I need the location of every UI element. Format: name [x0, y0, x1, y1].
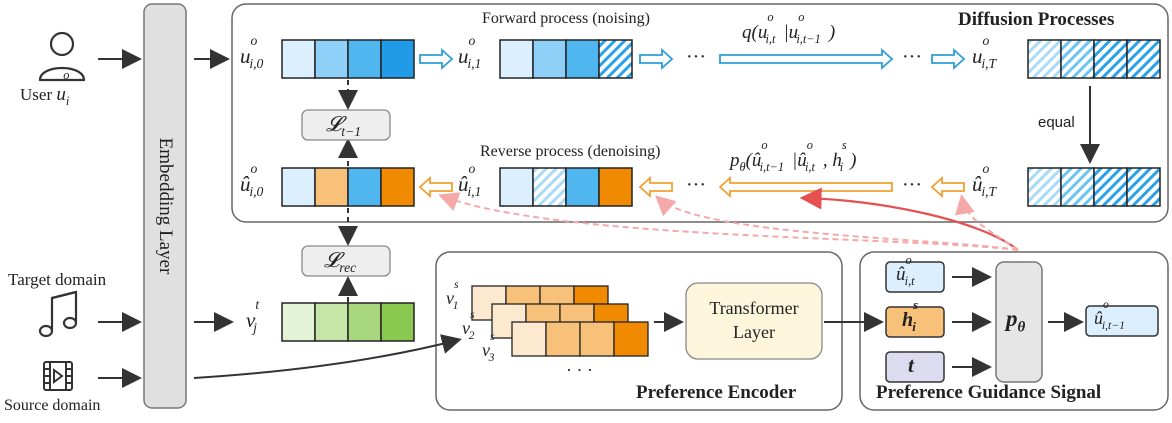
guidance-input-t-label: t [908, 353, 914, 377]
symbol-uhat-i0: ûoi,0 [240, 161, 264, 200]
music-note-icon [38, 290, 78, 338]
symbol-v2s: vs2 [462, 308, 475, 342]
reverse-process-label: Reverse process (denoising) [480, 143, 661, 160]
forward-formula: q(uoi,t|uoi,t−1) [742, 9, 836, 46]
guidance-arrow-faded-2 [655, 195, 1019, 251]
preference-encoder-title: Preference Encoder [636, 382, 797, 403]
user-icon [38, 31, 86, 82]
loss-rec-label: 𝓛rec [324, 248, 357, 276]
symbol-u-i1: uoi,1 [458, 33, 482, 72]
transformer-layer-box [685, 282, 823, 360]
loss-rec-box [301, 245, 391, 277]
equal-label: equal [1038, 114, 1075, 131]
forward-arrows [419, 47, 966, 71]
cells-u1 [499, 39, 633, 79]
guidance-output-label: ûoi,t−1 [1094, 298, 1125, 332]
user-label: User uio [20, 67, 70, 108]
embedding-layer-label: Embedding Layer [155, 137, 176, 275]
cells-u0-hat [281, 167, 415, 207]
symbol-uhat-iT: ûoi,T [972, 161, 997, 200]
ellipsis-forward-2: ··· [902, 46, 922, 68]
cells-uT [1027, 39, 1161, 79]
guidance-input-u-box [885, 261, 945, 293]
guidance-input-t-box [885, 351, 945, 383]
reverse-formula: pθ(ûoi,t−1|ûoi,t, hsi) [730, 137, 857, 174]
symbol-u-iT: uoi,T [972, 33, 997, 72]
ellipsis-forward-1: ··· [686, 46, 706, 68]
symbol-v1s: vs1 [446, 278, 459, 312]
target-domain-label: Target domain [8, 270, 107, 289]
ptheta-label: pθ [1006, 306, 1026, 336]
transformer-label: Transformer Layer [709, 298, 799, 342]
guidance-title: Preference Guidance Signal [876, 382, 1102, 403]
symbol-v3s: vs3 [482, 330, 495, 364]
symbol-u-i0: uoi,0 [240, 33, 264, 72]
guidance-input-u-label: ûoi,t [896, 252, 915, 288]
symbol-uhat-i1: ûoi,1 [458, 161, 482, 200]
guidance-input-h-box [885, 306, 945, 338]
reverse-arrows [418, 175, 965, 199]
symbol-v-jt: vtj [246, 297, 260, 336]
source-domain-label: Source domain [4, 397, 101, 414]
source-sequence-stack [471, 285, 649, 357]
loss-t-minus-1-label: 𝓛t−1 [326, 112, 362, 140]
cells-uT-hat [1027, 167, 1161, 207]
ellipsis-reverse-2: ··· [902, 174, 922, 196]
cells-u0 [281, 39, 415, 79]
diffusion-title: Diffusion Processes [958, 9, 1115, 30]
video-file-icon [43, 361, 73, 391]
ptheta-box [995, 261, 1043, 383]
guidance-input-h-label: hsi [902, 297, 919, 334]
cells-vt [281, 302, 415, 342]
guidance-arrow-faded-1 [438, 192, 1019, 251]
ellipsis-reverse-1: ··· [686, 174, 706, 196]
encoder-ellipsis: · · · [566, 360, 593, 380]
loss-t-minus-1-box [301, 109, 391, 141]
arrow-source-to-encoder [193, 334, 462, 379]
guidance-output-box [1085, 305, 1159, 337]
embedding-layer-box [143, 3, 187, 409]
cells-u1-hat [499, 167, 633, 207]
forward-process-label: Forward process (noising) [482, 10, 650, 27]
guidance-arrow-faded-3 [955, 194, 1019, 251]
